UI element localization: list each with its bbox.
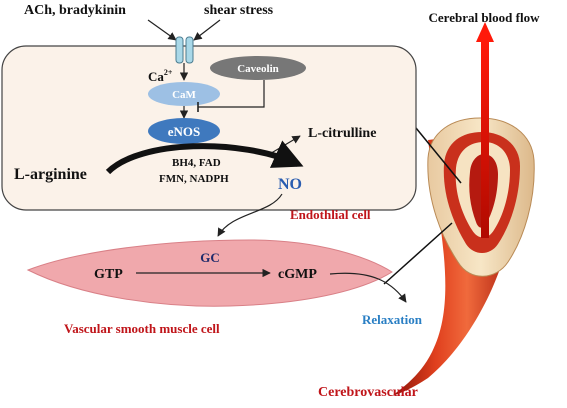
caveolin-label: Caveolin	[237, 63, 279, 75]
gc-label: GC	[200, 250, 220, 265]
cam-node	[148, 82, 220, 106]
cofactors-line-2: FMN, NADPH	[159, 173, 229, 185]
muscle-to-vessel-line	[383, 222, 453, 285]
l-citrulline-label: L-citrulline	[308, 126, 376, 141]
calcium-channel-icon	[175, 36, 194, 64]
no-to-gc-arrow	[217, 193, 283, 237]
reaction-curved-arrow	[105, 140, 304, 175]
enos-node	[148, 118, 220, 144]
ach-arrow	[147, 19, 177, 41]
cgmp-label: cGMP	[278, 267, 317, 282]
cam-label: CaM	[172, 89, 196, 101]
cerebrovascular-label: Cerebrovascular	[318, 385, 418, 400]
cerebral-blood-flow-label: Cerebral blood flow	[429, 10, 541, 25]
cell-to-vessel-line	[415, 127, 462, 184]
ach-bradykinin-label: ACh, bradykinin	[24, 3, 126, 18]
endothelial-cell-label: Endothlial cell	[290, 207, 371, 222]
cofactors-line-1: BH4, FAD	[172, 157, 221, 169]
l-arginine-label: L-arginine	[14, 166, 87, 183]
ca-label: Ca2+	[148, 68, 173, 84]
blood-flow-arrow	[476, 22, 494, 238]
gtp-label: GTP	[94, 267, 123, 282]
shear-stress-label: shear stress	[204, 3, 274, 18]
enos-label: eNOS	[168, 124, 201, 139]
shear-arrow	[193, 19, 221, 41]
relaxation-label: Relaxation	[362, 312, 423, 327]
cgmp-to-relaxation-arrow	[329, 272, 407, 303]
smooth-muscle-cell-label: Vascular smooth muscle cell	[64, 321, 220, 336]
no-label: NO	[278, 176, 302, 193]
caveolin-node	[210, 56, 306, 80]
caveolin-inhibition-line	[198, 80, 265, 108]
